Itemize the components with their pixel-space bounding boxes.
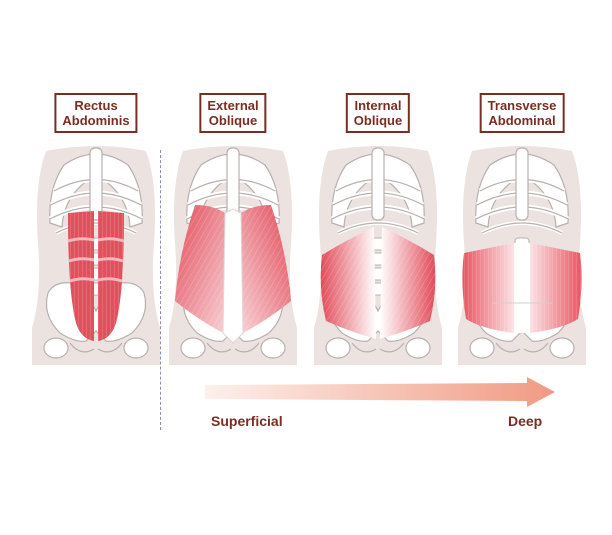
external-oblique-muscle xyxy=(175,205,291,344)
label-line-1: External xyxy=(207,98,259,113)
superficial-to-deep-arrow xyxy=(205,377,555,407)
label-line-2: Oblique xyxy=(353,113,403,128)
torso-external-oblique xyxy=(163,143,303,368)
label-transverse-abdominal: Transverse Abdominal xyxy=(479,93,565,133)
label-internal-oblique: Internal Oblique xyxy=(345,93,411,133)
label-line-1: Rectus xyxy=(74,98,118,113)
panel-external-oblique: External Oblique xyxy=(163,0,303,380)
torso-internal-oblique xyxy=(308,143,448,368)
panel-rectus-abdominis: Rectus Abdominis xyxy=(26,0,166,380)
torso-rectus-abdominis xyxy=(26,143,166,368)
torso-transverse-abdominal xyxy=(452,143,592,368)
panel-internal-oblique: Internal Oblique xyxy=(308,0,448,380)
label-external-oblique: External Oblique xyxy=(199,93,267,133)
panel-transverse-abdominal: Transverse Abdominal xyxy=(452,0,592,380)
dashed-divider xyxy=(160,150,161,430)
internal-oblique-muscle xyxy=(320,227,436,339)
label-rectus-abdominis: Rectus Abdominis xyxy=(54,93,138,133)
label-line-1: Transverse xyxy=(487,98,557,113)
label-line-1: Internal xyxy=(354,98,402,113)
label-line-2: Oblique xyxy=(208,113,258,128)
superficial-label: Superficial xyxy=(211,413,283,429)
label-line-2: Abdominis xyxy=(62,113,130,128)
label-line-2: Abdominal xyxy=(488,113,556,128)
rectus-abdominis-muscle xyxy=(67,211,125,341)
deep-label: Deep xyxy=(508,413,543,429)
transverse-abdominal-muscle xyxy=(462,243,582,333)
